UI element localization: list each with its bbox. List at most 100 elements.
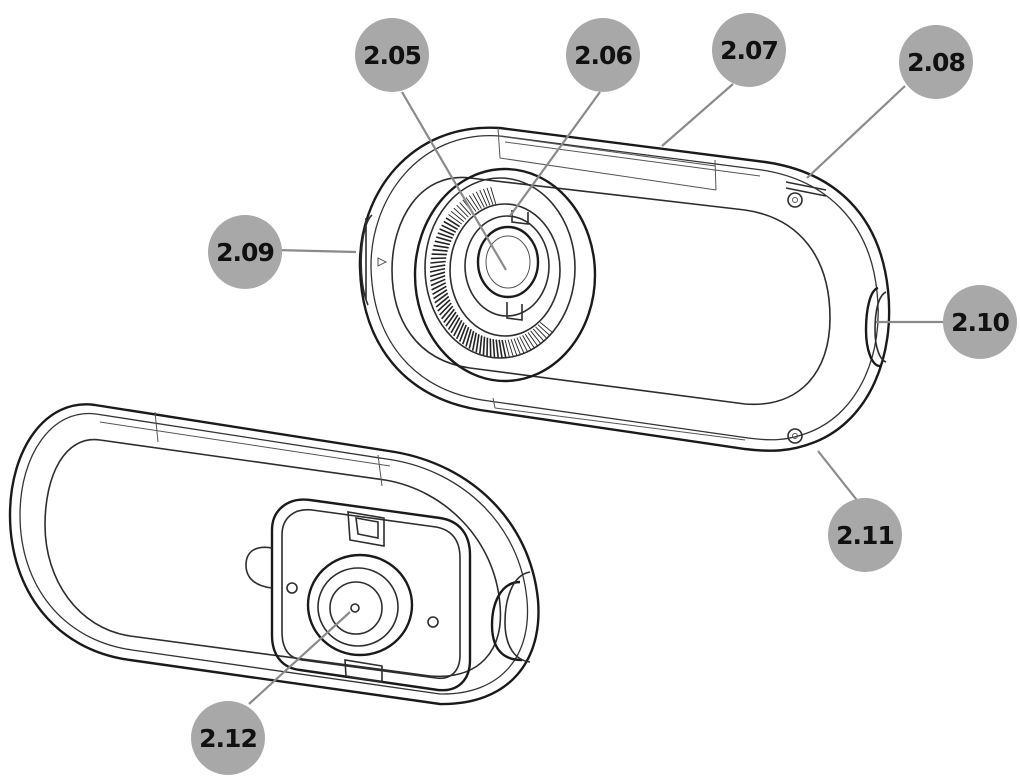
knurl-line: [495, 339, 499, 358]
front-lens-outer-ring: [413, 167, 597, 383]
knurl-line: [465, 197, 477, 212]
front-lens-inner-ring: [449, 203, 561, 337]
knurl-line: [465, 328, 472, 347]
knurl-line: [522, 335, 532, 351]
leader-lines: [248, 83, 945, 705]
knurl-line: [443, 220, 458, 230]
knurl-line: [445, 311, 457, 327]
knurl-line: [472, 193, 482, 209]
leader-2-06: [509, 91, 601, 217]
knurl-line: [429, 267, 446, 273]
knurl-line: [450, 210, 465, 222]
knurl-line: [450, 317, 461, 334]
knurl-line: [482, 336, 486, 356]
knurl-line: [516, 337, 525, 354]
callout-label: 2.09: [216, 238, 274, 267]
knurl-line: [475, 334, 480, 353]
front-screw-top: [787, 192, 803, 208]
knurl-line: [527, 332, 539, 347]
callout-badge: [355, 18, 429, 92]
callout-2-07: 2.07: [712, 13, 786, 87]
knurl-line: [447, 314, 459, 330]
back-mount-plate-inner: [281, 509, 461, 680]
front-lens-top-tab: [511, 210, 529, 225]
back-device-outer-shell: [8, 403, 540, 706]
knurl-line: [429, 271, 446, 278]
knurl-line: [434, 240, 451, 246]
knurl-line: [432, 248, 448, 252]
callout-label: 2.10: [951, 308, 1009, 337]
callout-badge: [191, 701, 265, 775]
knurl-line: [479, 190, 488, 207]
knurl-line: [510, 338, 518, 357]
callout-label: 2.12: [199, 724, 257, 753]
back-screw-right: [427, 616, 439, 628]
back-device: [8, 403, 540, 706]
callout-badge: [208, 215, 282, 289]
knurl-line: [482, 188, 491, 206]
knurl-line: [459, 202, 472, 216]
leader-2-11: [817, 450, 861, 505]
knurl-line: [429, 264, 446, 269]
callout-label: 2.06: [574, 41, 632, 70]
knurl-line: [448, 214, 462, 225]
callout-2-09: 2.09: [208, 215, 282, 289]
callout-2-11: 2.11: [828, 498, 902, 572]
back-mount-ring-inner: [329, 581, 383, 635]
knurl-line: [434, 292, 449, 304]
knurl-line: [433, 244, 449, 249]
knurl-line: [475, 191, 485, 208]
front-side-release-notch: [360, 214, 373, 306]
callout-label: 2.08: [907, 48, 965, 77]
knurl-line: [513, 338, 522, 356]
knurl-line: [519, 336, 529, 353]
knurl-line: [468, 195, 480, 211]
knurl-line: [462, 326, 470, 345]
knurl-line: [456, 204, 469, 218]
front-screw-bottom-center: [792, 433, 798, 439]
callout-label: 2.07: [720, 36, 778, 65]
knurl-line: [439, 302, 452, 316]
callout-2-05: 2.05: [355, 18, 429, 92]
leader-2-08: [806, 85, 906, 179]
callout-badge: [566, 18, 640, 92]
knurl-line: [437, 232, 453, 239]
callout-badge: [899, 25, 973, 99]
knurl-line: [504, 339, 510, 358]
back-device-shell-edge: [19, 412, 529, 695]
knurl-line: [490, 186, 497, 205]
leader-2-09: [274, 248, 357, 254]
front-screw-bottom: [787, 428, 803, 444]
front-top-port: [785, 181, 827, 197]
knurl-line: [435, 295, 450, 308]
back-device-face-panel: [44, 438, 502, 678]
back-mount-ring-outer: [306, 553, 414, 657]
knurl-line: [431, 253, 447, 256]
back-mount-left-tab: [245, 546, 273, 589]
callouts: 2.05 2.06 2.07 2.08 2.09 2.10 2.11 2.12: [191, 13, 1017, 775]
knurl-line: [430, 278, 446, 287]
knurl-line: [501, 339, 507, 359]
back-screw-left: [286, 582, 298, 594]
knurl-line: [441, 224, 457, 233]
back-mount-bottom-clip: [344, 659, 383, 683]
knurl-line: [486, 187, 494, 206]
back-mount-ring-mid: [317, 567, 399, 647]
callout-2-10: 2.10: [943, 285, 1017, 359]
knurl-line: [498, 339, 503, 359]
callout-label: 2.11: [836, 521, 894, 550]
knurl-line: [532, 328, 545, 342]
front-side-button: [864, 286, 881, 368]
front-lens-glass: [476, 225, 540, 299]
knurl-line: [535, 326, 548, 340]
front-lens-bottom-tab: [506, 302, 523, 321]
knurl-line: [471, 332, 477, 351]
back-side-button: [490, 580, 523, 662]
knurl-line: [432, 285, 447, 295]
knurl-line: [537, 324, 551, 337]
callout-label: 2.05: [363, 41, 421, 70]
callout-2-12: 2.12: [191, 701, 265, 775]
back-mount-top-clip: [347, 511, 385, 547]
knurl-line: [455, 322, 465, 340]
callout-badge: [943, 285, 1017, 359]
